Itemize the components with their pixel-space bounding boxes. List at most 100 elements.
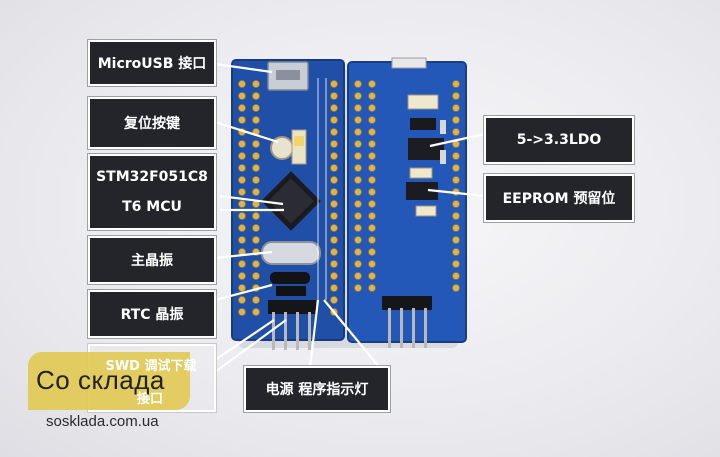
pin-hole: [451, 104, 460, 113]
mcu-label: STM32F051C8 T6 MCU: [88, 154, 216, 230]
reset-button-label: 复位按键: [88, 97, 216, 149]
pin-hole: [367, 163, 376, 172]
pin-hole: [237, 259, 246, 268]
pin-hole: [451, 259, 460, 268]
pin-hole: [451, 175, 460, 184]
pin-hole: [329, 127, 338, 136]
pin-hole: [367, 151, 376, 160]
pin-hole: [237, 187, 246, 196]
rtc-crystal-label: RTC 晶振: [88, 290, 216, 338]
pin-hole: [329, 163, 338, 172]
pin-hole: [451, 116, 460, 125]
pin-hole: [251, 271, 260, 280]
pin-hole: [353, 104, 362, 113]
pin-hole: [251, 104, 260, 113]
pin-hole: [367, 247, 376, 256]
pin-hole: [237, 223, 246, 232]
watermark-title: Со склада: [36, 365, 165, 395]
pin-hole: [353, 199, 362, 208]
pin-hole: [353, 127, 362, 136]
pin-hole: [237, 151, 246, 160]
pin-hole: [251, 80, 260, 89]
pin-hole: [329, 247, 338, 256]
pin-hole: [237, 92, 246, 101]
pin-hole: [237, 199, 246, 208]
pin-hole: [353, 235, 362, 244]
pin-hole: [237, 104, 246, 113]
pin-hole: [367, 80, 376, 89]
pin-hole: [451, 271, 460, 280]
pin-hole: [329, 92, 338, 101]
pin-hole: [251, 235, 260, 244]
pin-hole: [329, 235, 338, 244]
pin-hole: [367, 199, 376, 208]
swd-label-line1: SWD 调试下载: [105, 359, 197, 374]
mcu-label-line2: T6 MCU: [122, 199, 182, 215]
pin-hole: [329, 259, 338, 268]
pointer-lines: [214, 62, 486, 373]
pin-hole: [367, 104, 376, 113]
power-led-label: 电源 程序指示灯: [244, 366, 390, 412]
pin-hole: [237, 139, 246, 148]
pin-hole: [251, 163, 260, 172]
pin-hole: [251, 175, 260, 184]
pin-hole: [353, 271, 362, 280]
pin-hole: [251, 116, 260, 125]
pin-hole: [251, 187, 260, 196]
pin-hole: [367, 211, 376, 220]
pin-hole: [353, 139, 362, 148]
main-crystal-label: 主晶振: [88, 236, 216, 284]
pin-hole: [451, 199, 460, 208]
eeprom-label: EEPROM 预留位: [484, 174, 634, 222]
pin-hole: [329, 139, 338, 148]
pin-hole: [329, 271, 338, 280]
pin-hole: [367, 223, 376, 232]
pin-hole: [353, 116, 362, 125]
pin-hole: [367, 92, 376, 101]
swd-header: [268, 300, 316, 350]
rtc-crystal: [270, 272, 310, 284]
pin-hole: [367, 116, 376, 125]
pin-hole: [367, 127, 376, 136]
pin-hole: [367, 139, 376, 148]
pin-hole: [353, 80, 362, 89]
swd-label-line2: 接口: [136, 392, 163, 407]
ldo-chip: [408, 138, 444, 160]
pin-hole: [353, 259, 362, 268]
mcu-label-line1: STM32F051C8: [96, 169, 208, 185]
pin-hole: [251, 295, 260, 304]
pin-hole: [329, 80, 338, 89]
pin-hole: [329, 175, 338, 184]
pin-hole: [353, 175, 362, 184]
pin-hole: [251, 307, 260, 316]
pin-hole: [451, 151, 460, 160]
pin-hole: [353, 247, 362, 256]
pin-hole: [451, 127, 460, 136]
ldo-label: 5->3.3LDO: [484, 116, 634, 164]
pin-hole: [329, 223, 338, 232]
pin-hole: [329, 187, 338, 196]
pin-hole: [451, 163, 460, 172]
pin-hole: [353, 187, 362, 196]
pin-hole: [251, 139, 260, 148]
pin-hole: [329, 116, 338, 125]
pin-hole: [251, 151, 260, 160]
pin-hole: [353, 211, 362, 220]
eeprom-footprint: [406, 182, 438, 200]
pin-hole: [367, 271, 376, 280]
pin-hole: [367, 187, 376, 196]
pin-hole: [329, 283, 338, 292]
pin-hole: [353, 163, 362, 172]
watermark-badge: [28, 352, 190, 410]
pin-hole: [329, 295, 338, 304]
pin-hole: [237, 116, 246, 125]
pin-hole: [251, 259, 260, 268]
pin-hole: [367, 259, 376, 268]
pin-hole: [451, 247, 460, 256]
pin-hole: [251, 211, 260, 220]
pin-hole: [451, 211, 460, 220]
pin-hole: [353, 283, 362, 292]
pin-hole: [329, 199, 338, 208]
pin-hole: [353, 223, 362, 232]
